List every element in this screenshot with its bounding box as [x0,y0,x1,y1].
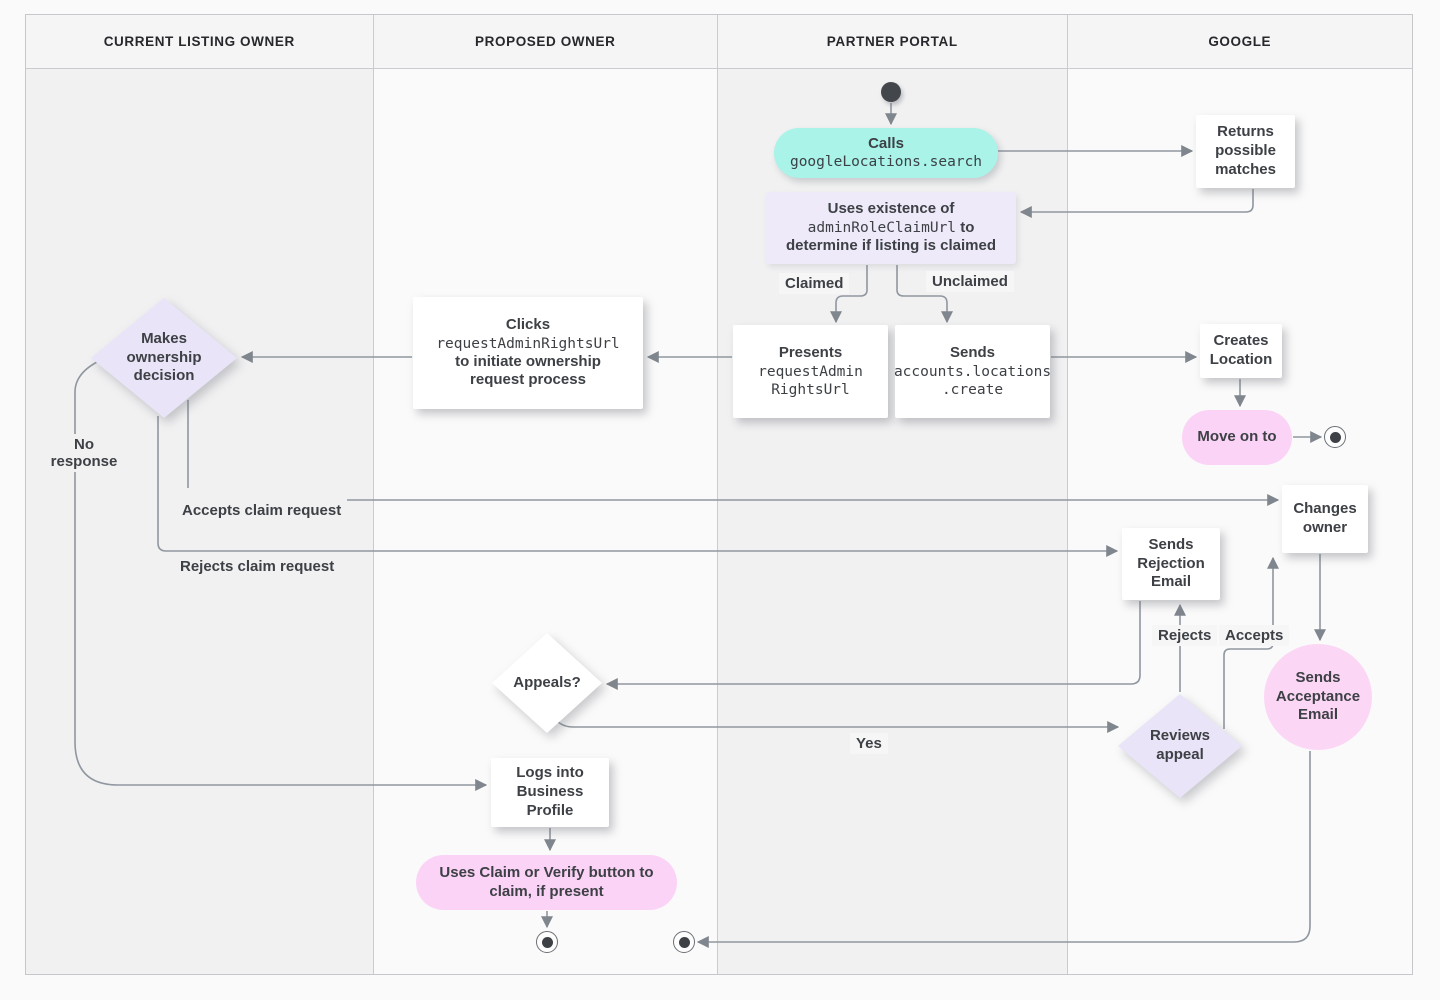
edge-label-accepts-claim-request: Accepts claim request [176,488,348,521]
edge-label-no-response: No response [40,434,128,472]
node-calls-googlelocations-search: Calls googleLocations.search [774,128,998,178]
decision-appeals: Appeals? [492,633,602,733]
edge-label-unclaimed: Unclaimed [926,271,1014,292]
node-creates-location: Creates Location [1200,324,1282,378]
lane-header: GOOGLE [1067,15,1412,69]
node-presents-requestadminrightsurl: Presents requestAdmin RightsUrl [733,325,888,418]
node-code: googleLocations.search [789,154,983,171]
node-clicks-requestadminrightsurl: Clicks requestAdminRightsUrl to initiate… [413,297,643,409]
start-node-icon [881,82,901,102]
lane-header: PARTNER PORTAL [718,15,1067,69]
decision-reviews-appeal: Reviews appeal [1118,694,1242,798]
node-uses-claim-or-verify-button: Uses Claim or Verify button to claim, if… [416,855,677,910]
node-uses-existence-adminroleclaimurl: Uses existence of adminRoleClaimUrl to d… [766,192,1016,264]
edge-label-rejects: Rejects [1152,625,1218,646]
lane-current-listing-owner: CURRENT LISTING OWNER [26,15,374,974]
node-logs-into-business-profile: Logs into Business Profile [491,758,609,827]
edge-label-yes: Yes [850,733,888,754]
decision-makes-ownership: Makes ownership decision [91,298,237,418]
edge-label-accepts: Accepts [1219,625,1290,646]
node-move-on-to: Move on to [1182,410,1292,465]
end-node-icon [1324,426,1346,448]
note-line2: adminRoleClaimUrl to [807,218,975,236]
end-node-icon [536,931,558,953]
edge-label-claimed: Claimed [779,273,850,294]
end-node-icon [673,931,695,953]
node-sends-acceptance-email: Sends Acceptance Email [1264,644,1372,750]
node-sends-accounts-locations-create: Sends accounts.locations .create [894,325,1051,418]
node-sends-rejection-email: Sends Rejection Email [1122,528,1220,600]
note-line1: Uses existence of [827,199,955,217]
lane-header: PROPOSED OWNER [373,15,717,69]
node-title: Calls [868,134,904,152]
node-changes-owner: Changes owner [1282,485,1368,553]
note-line3: determine if listing is claimed [785,237,997,255]
edge-label-rejects-claim-request: Rejects claim request [174,556,341,577]
lane-header: CURRENT LISTING OWNER [26,15,373,69]
node-returns-possible-matches: Returns possible matches [1196,115,1295,188]
